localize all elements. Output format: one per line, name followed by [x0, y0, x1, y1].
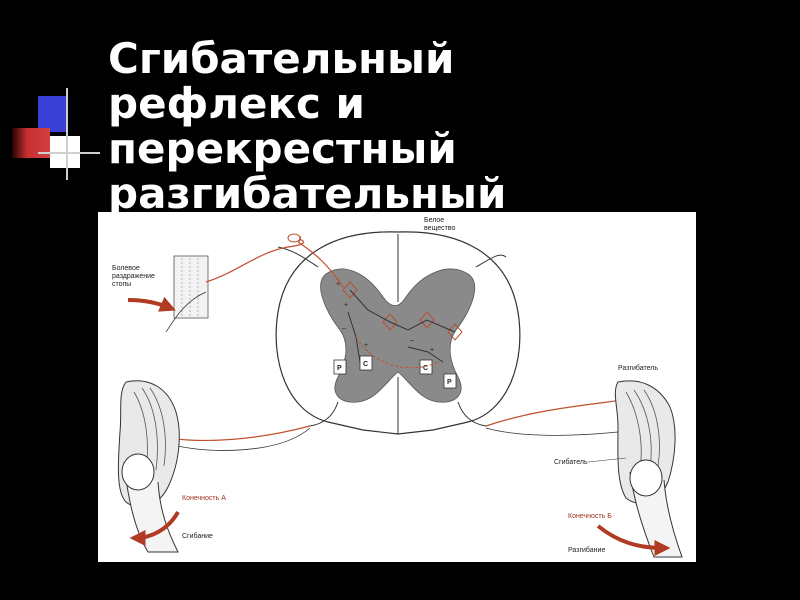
stimulus-arrow-icon [127, 296, 176, 312]
sign-minus-2: – [410, 337, 414, 344]
afferent-nerve [205, 236, 305, 283]
limb-a [117, 380, 180, 553]
sign-plus-1: + [336, 281, 340, 288]
decor-vertical-line [66, 88, 68, 180]
label-limb-a: Конечность А [182, 495, 226, 502]
title-line-4: разгибательный [108, 169, 507, 212]
cell-p-right [443, 373, 457, 389]
dorsal-ganglion [287, 233, 301, 243]
reflex-diagram-svg: P C C P + + + + – – Белое вещество Болев… [112, 217, 683, 558]
decor-blue-square [38, 96, 68, 132]
afferent-to-cord [297, 241, 344, 288]
cell-c-left [359, 355, 373, 371]
neuron-3 [419, 311, 435, 329]
spinal-cord [275, 231, 521, 435]
ventral-root-right [457, 401, 487, 427]
efferent-right [485, 394, 640, 427]
neuron-2 [382, 313, 398, 331]
label-flexor: Сгибатель [554, 458, 588, 466]
neuron-1 [342, 281, 358, 299]
slide-title: Сгибательный рефлекс и перекрестный разг… [108, 36, 588, 212]
cell-c-left-label: C [363, 361, 368, 368]
label-stimulus-3: стопы [112, 281, 131, 288]
extension-arrow-icon [596, 524, 671, 556]
reflex-diagram: P C C P + + + + – – Белое вещество Болев… [98, 212, 696, 562]
sign-minus-1: – [342, 325, 346, 332]
sign-plus-4: + [430, 347, 434, 354]
title-line-1: Сгибательный [108, 36, 455, 83]
crossing-fibre [355, 336, 439, 369]
cell-p-left [333, 359, 347, 375]
label-stimulus-1: Болевое [112, 265, 140, 272]
efferent-right-2 [485, 427, 619, 436]
sign-plus-2: + [344, 302, 348, 309]
limb-b [614, 380, 683, 558]
dorsal-root-right [475, 254, 507, 268]
label-white-matter-1: Белое [424, 217, 444, 224]
cell-p-right-label: P [447, 379, 452, 386]
decor-horizontal-line [38, 152, 100, 154]
neuron-4 [447, 323, 463, 341]
label-extensor: Разгибатель [618, 364, 658, 372]
title-line-3: перекрестный [108, 124, 457, 173]
cell-p-left-label: P [337, 365, 342, 372]
label-white-matter-2: вещество [424, 225, 455, 232]
label-extension: Разгибание [568, 546, 605, 554]
ventral-root-left [309, 401, 339, 427]
cell-c-right [419, 359, 433, 375]
skin-patch [173, 255, 209, 319]
flexion-arrow-icon [129, 510, 180, 546]
label-limb-b: Конечность Б [568, 513, 612, 520]
cell-c-right-label: C [423, 365, 428, 372]
title-line-2: рефлекс и [108, 79, 365, 128]
label-stimulus-2: раздражение [112, 273, 155, 280]
label-flexion: Сгибание [182, 532, 213, 540]
sign-plus-3: + [364, 342, 368, 349]
